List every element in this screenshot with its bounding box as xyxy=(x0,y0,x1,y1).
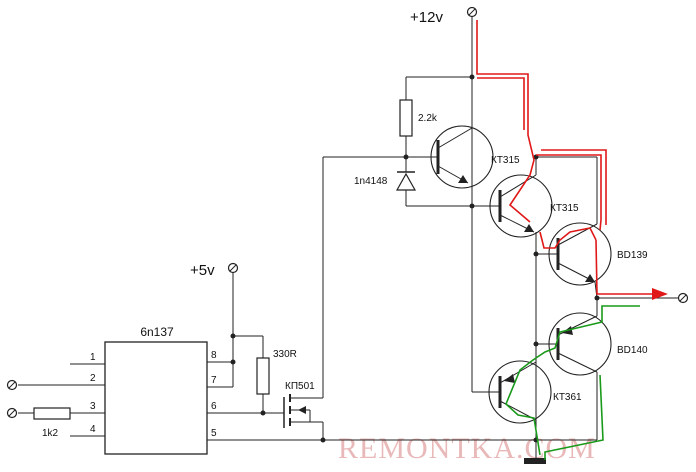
transistor-q3-bd139 xyxy=(536,222,612,286)
transistor-q2-kt315 xyxy=(472,174,553,238)
resistor-1k2 xyxy=(33,407,71,420)
pin-4-label: 4 xyxy=(90,424,96,435)
diode-label: 1n4148 xyxy=(354,176,388,187)
resistor-2-2k-label: 2.2k xyxy=(418,113,438,124)
diode-1n4148 xyxy=(395,172,417,191)
pin-8-label: 8 xyxy=(211,350,217,361)
pin-3-label: 3 xyxy=(90,401,96,412)
pin-6-label: 6 xyxy=(211,401,217,412)
optocoupler-6n137: 6n137 1 2 3 4 8 7 6 5 xyxy=(18,325,323,455)
mosfet-kp501 xyxy=(263,394,326,443)
current-path-low xyxy=(505,305,640,460)
resistor-2-2k xyxy=(399,99,413,137)
pin-2-label: 2 xyxy=(90,373,96,384)
ic-body xyxy=(104,341,208,455)
q5-label: КТ361 xyxy=(553,392,582,403)
ic-label: 6n137 xyxy=(140,325,174,339)
q2-label: КТ315 xyxy=(550,203,579,214)
pin-1-label: 1 xyxy=(90,352,96,363)
q1-label: КТ315 xyxy=(491,155,520,166)
q3-label: BD139 xyxy=(617,250,648,261)
resistor-330r-label: 330R xyxy=(273,349,297,360)
q4-label: BD140 xyxy=(617,345,648,356)
current-path-high xyxy=(476,20,668,300)
pin-7-label: 7 xyxy=(211,375,217,386)
resistor-1k2-label: 1k2 xyxy=(42,428,59,439)
supply-12v-label: +12v xyxy=(410,9,443,26)
ground-symbol xyxy=(524,458,546,464)
watermark: REMONTKA.COM xyxy=(338,432,596,465)
resistor-330r xyxy=(256,357,270,395)
supply-5v-label: +5v xyxy=(190,262,215,279)
pin-5-label: 5 xyxy=(211,428,217,439)
transistor-q1-kt315 xyxy=(406,125,494,189)
mosfet-label: КП501 xyxy=(285,381,315,392)
